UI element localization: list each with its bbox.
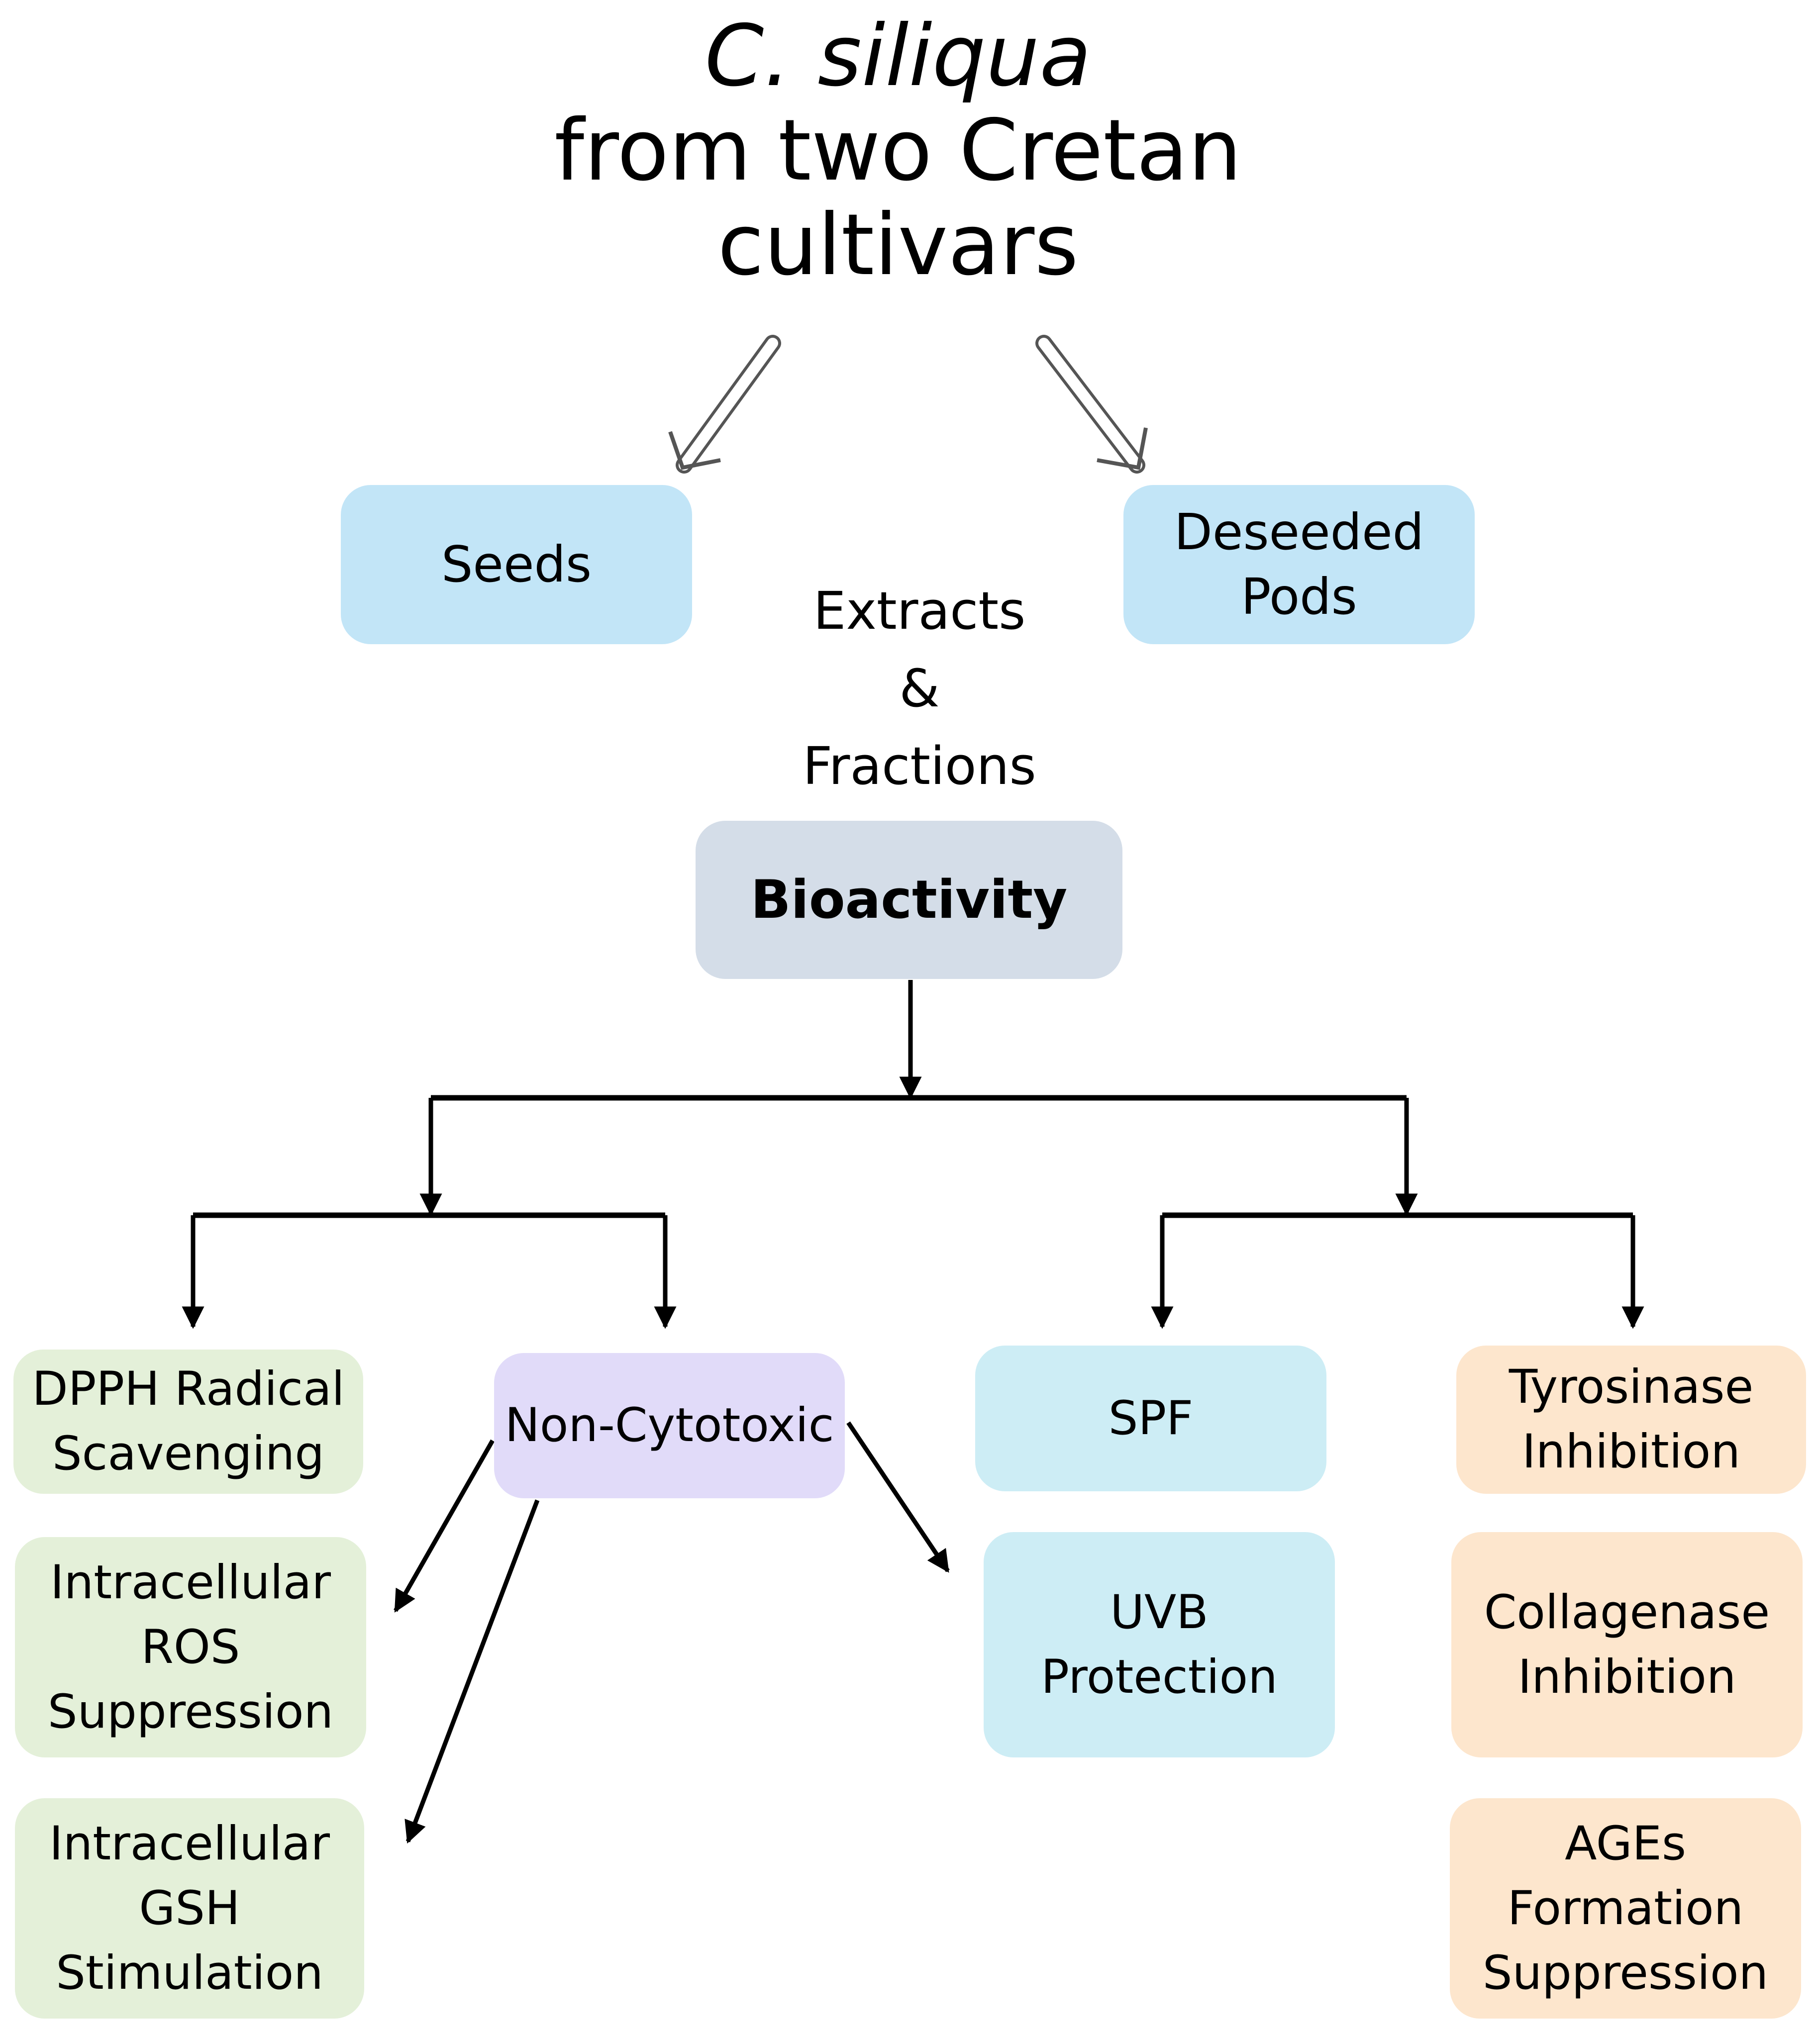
ages-line-2: Formation bbox=[1507, 1881, 1744, 1936]
tyrosinase-line-1: Tyrosinase bbox=[1509, 1360, 1754, 1414]
arrow-to-gsh bbox=[404, 1499, 540, 1844]
bioactivity-box: Bioactivity bbox=[696, 821, 1122, 979]
ages-line-3: Suppression bbox=[1482, 1945, 1769, 2000]
gsh-box: Intracellular GSH Stimulation bbox=[15, 1798, 364, 2019]
extracts-line-3: Fractions bbox=[803, 736, 1036, 796]
gsh-line-3: Stimulation bbox=[56, 1945, 323, 2000]
seeds-box: Seeds bbox=[341, 485, 692, 644]
ros-line-3: Suppression bbox=[47, 1684, 334, 1739]
seeds-label: Seeds bbox=[441, 535, 592, 593]
ages-box: AGEs Formation Suppression bbox=[1450, 1798, 1801, 2019]
uvb-line-2: Protection bbox=[1041, 1649, 1278, 1704]
spf-box: SPF bbox=[975, 1346, 1326, 1491]
gsh-line-2: GSH bbox=[139, 1881, 240, 1936]
extracts-line-2: & bbox=[899, 658, 940, 719]
extracts-fractions-label: Extracts & Fractions bbox=[720, 572, 1118, 805]
ros-box: Intracellular ROS Suppression bbox=[15, 1537, 366, 1757]
title-line-3: cultivars bbox=[717, 196, 1079, 294]
ages-line-1: AGEs bbox=[1565, 1816, 1686, 1871]
tyrosinase-box: Tyrosinase Inhibition bbox=[1456, 1346, 1806, 1494]
dpph-box: DPPH Radical Scavenging bbox=[13, 1350, 363, 1494]
spf-label: SPF bbox=[1108, 1391, 1194, 1446]
collagenase-line-2: Inhibition bbox=[1517, 1649, 1736, 1704]
collagenase-line-1: Collagenase bbox=[1484, 1585, 1770, 1640]
non-cytotoxic-label: Non-Cytotoxic bbox=[505, 1398, 834, 1453]
title-species: C. siliqua bbox=[705, 7, 1092, 105]
pods-label-line-2: Pods bbox=[1241, 568, 1357, 626]
deseeded-pods-box: Deseeded Pods bbox=[1123, 485, 1475, 644]
collagenase-box: Collagenase Inhibition bbox=[1451, 1532, 1803, 1757]
uvb-box: UVB Protection bbox=[984, 1532, 1335, 1757]
ros-line-1: Intracellular bbox=[50, 1555, 331, 1610]
pods-label-line-1: Deseeded bbox=[1174, 503, 1424, 561]
tyrosinase-line-2: Inhibition bbox=[1522, 1425, 1740, 1479]
dpph-line-2: Scavenging bbox=[52, 1427, 324, 1481]
uvb-line-1: UVB bbox=[1110, 1585, 1209, 1640]
hollow-arrow-to-pods bbox=[1035, 335, 1148, 474]
dpph-line-1: DPPH Radical bbox=[32, 1362, 345, 1416]
non-cytotoxic-box: Non-Cytotoxic bbox=[494, 1353, 845, 1498]
hollow-arrow-to-seeds bbox=[668, 335, 781, 474]
title-line-2: from two Cretan bbox=[554, 101, 1242, 200]
arrow-to-ros bbox=[394, 1439, 495, 1613]
extracts-line-1: Extracts bbox=[813, 581, 1026, 641]
ros-line-2: ROS bbox=[141, 1620, 240, 1674]
bioactivity-label: Bioactivity bbox=[750, 869, 1068, 930]
arrow-to-uvb bbox=[846, 1421, 950, 1573]
gsh-line-1: Intracellular bbox=[49, 1816, 330, 1871]
